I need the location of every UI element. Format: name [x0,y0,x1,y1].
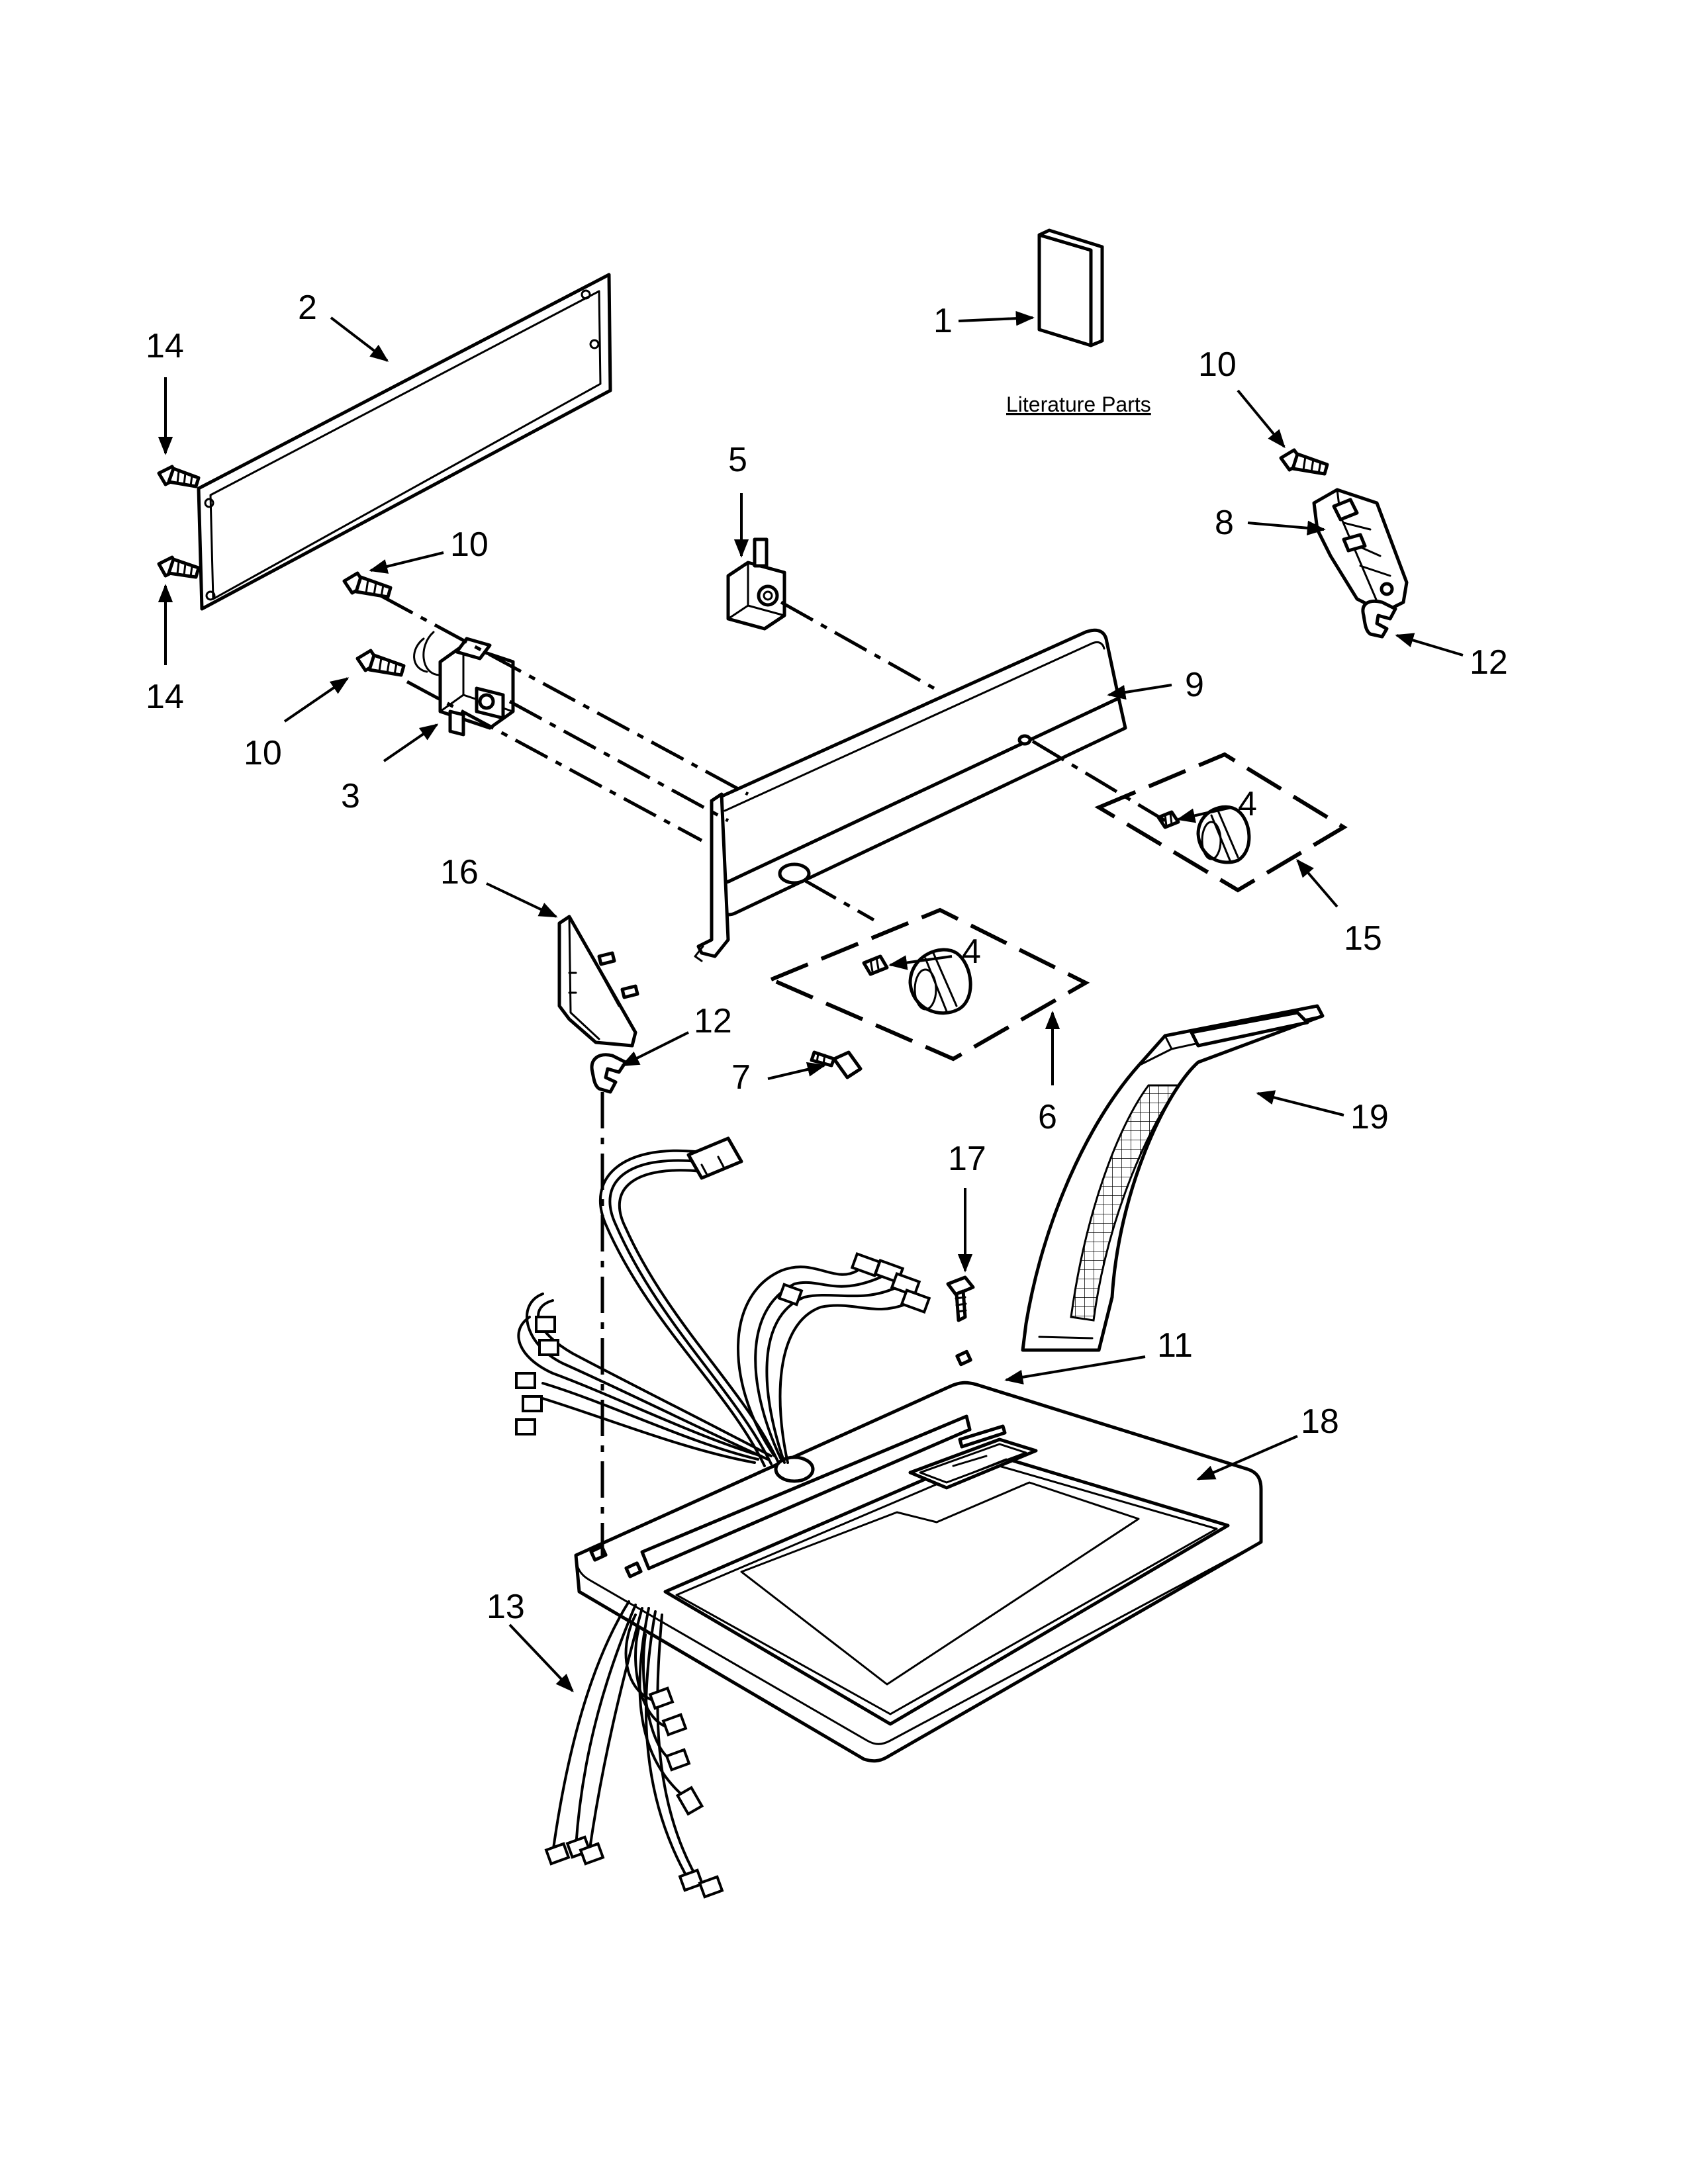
label-9: 9 [1185,666,1204,704]
label-17: 17 [948,1140,986,1178]
clip-part-12-right[interactable] [1361,599,1397,639]
top-panel-part-18[interactable] [574,1349,1263,1763]
end-cap-part-16[interactable] [557,915,639,1048]
spring-part-4-left[interactable] [862,954,889,976]
clip-part-12-left[interactable] [590,1053,628,1094]
label-2: 2 [298,289,317,327]
label-4-right: 4 [1238,785,1257,823]
label-12-right: 12 [1470,643,1508,682]
literature-parts-caption: Literature Parts [1006,392,1151,416]
label-16: 16 [440,853,479,891]
knob-part-6[interactable] [908,948,972,1015]
timer-part-5[interactable] [726,537,786,631]
label-3: 3 [341,777,360,815]
label-14-top: 14 [146,327,184,365]
screw-part-7[interactable] [810,1050,863,1079]
screw-part-10-lower-left[interactable] [355,649,406,677]
lint-screen-part-19[interactable] [1021,1004,1325,1352]
label-10-right: 10 [1198,345,1237,384]
wire-harness-part-13[interactable] [544,1600,724,1899]
label-12-left: 12 [694,1002,732,1040]
screw-part-10-upper-left[interactable] [342,571,393,599]
label-7: 7 [731,1058,751,1097]
label-15: 15 [1344,919,1382,958]
back-panel-part-2[interactable] [197,273,612,611]
bracket-part-8[interactable] [1312,488,1409,614]
screw-part-14-upper[interactable] [157,465,201,488]
literature-part-1[interactable] [1037,228,1104,347]
label-4-left: 4 [962,933,981,971]
label-13: 13 [487,1588,525,1626]
switch-part-3[interactable] [413,631,515,737]
label-5: 5 [728,441,747,479]
label-18: 18 [1301,1402,1339,1441]
wire-harness-upper[interactable] [515,1136,931,1467]
label-10-left: 10 [244,734,282,772]
screw-part-14-lower[interactable] [157,555,201,579]
label-1: 1 [933,302,953,340]
screw-part-17[interactable] [946,1275,975,1322]
assembly-lines [379,594,1166,1555]
screw-part-10-right[interactable] [1279,448,1329,476]
label-10-mid: 10 [450,525,489,564]
knob-group-part-6[interactable] [766,907,1090,1062]
label-14-bottom: 14 [146,678,184,716]
label-8: 8 [1215,504,1234,542]
label-11: 11 [1157,1326,1193,1365]
part-11[interactable] [958,1424,1007,1449]
label-19: 19 [1350,1098,1389,1136]
control-panel-part-9[interactable] [694,628,1127,962]
label-6: 6 [1038,1098,1057,1136]
